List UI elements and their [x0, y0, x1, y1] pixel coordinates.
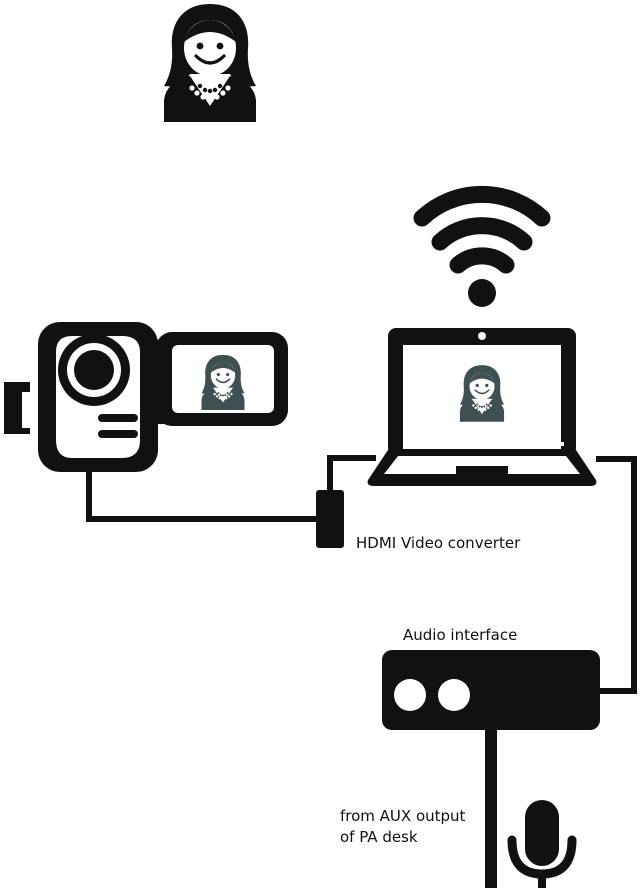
converter-laptop-cable	[327, 455, 376, 492]
camcorder-icon	[4, 322, 288, 472]
microphone-icon	[507, 800, 577, 888]
audio-input-knob	[438, 679, 470, 711]
audio-interface-icon	[382, 650, 600, 730]
laptop-screen-person-icon	[459, 364, 505, 422]
camera-hdmi-cable	[86, 470, 318, 522]
hdmi-converter-label: HDMI Video converter	[356, 534, 521, 552]
wifi-icon	[413, 185, 551, 307]
audio-input-knob	[394, 679, 426, 711]
camcorder-screen-person-icon	[200, 354, 246, 410]
aux-source-label-line2: of PA desk	[340, 828, 418, 846]
cables	[86, 455, 637, 888]
hdmi-converter-icon	[316, 490, 344, 548]
person-icon	[162, 2, 258, 124]
audio-interface-label: Audio interface	[403, 626, 518, 644]
laptop-audio-cable	[596, 456, 637, 694]
aux-source-label: from AUX output of PA desk	[340, 806, 465, 848]
aux-source-label-line1: from AUX output	[340, 807, 466, 825]
